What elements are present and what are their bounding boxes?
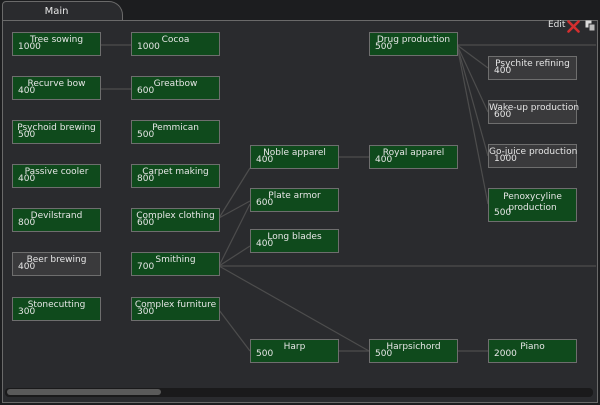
- node-title: Passive cooler: [24, 167, 89, 177]
- node-title: Carpet making: [142, 167, 209, 177]
- node-title: Pemmican: [152, 123, 199, 133]
- node-title: Recurve bow: [27, 79, 86, 89]
- node-title: Greatbow: [153, 79, 198, 89]
- node-cost: 400: [18, 86, 36, 96]
- node-cost: 400: [494, 66, 512, 76]
- node-title: Harpsichord: [386, 342, 441, 352]
- node-title: Long blades: [267, 232, 322, 242]
- research-node-complex-clothing[interactable]: Complex clothing 600: [131, 208, 220, 232]
- node-cost: 500: [375, 349, 393, 359]
- research-node-beer-brewing[interactable]: Beer brewing 400: [12, 252, 101, 276]
- node-title: Beer brewing: [26, 255, 87, 265]
- node-cost: 500: [256, 349, 274, 359]
- research-node-cocoa[interactable]: Cocoa 1000: [131, 32, 220, 56]
- copy-icon[interactable]: [585, 20, 596, 32]
- node-title: Complex furniture: [134, 300, 217, 310]
- node-title: Smithing: [155, 255, 196, 265]
- node-title: Devilstrand: [30, 211, 83, 221]
- research-node-stonecutting[interactable]: Stonecutting 300: [12, 297, 101, 321]
- edit-label[interactable]: Edit: [548, 20, 566, 30]
- node-cost: 2000: [494, 349, 517, 359]
- node-cost: 1000: [137, 42, 160, 52]
- node-cost: 1000: [494, 154, 517, 164]
- research-node-psychite-refining[interactable]: Psychite refining 400: [488, 56, 577, 80]
- tab-main-label: Main: [44, 6, 69, 17]
- node-title: Go-juice production: [489, 147, 578, 157]
- node-cost: 600: [256, 198, 274, 208]
- research-node-drug-production[interactable]: Drug production 500: [369, 32, 458, 56]
- research-node-long-blades[interactable]: Long blades 400: [250, 229, 339, 253]
- research-node-recurve-bow[interactable]: Recurve bow 400: [12, 76, 101, 100]
- research-node-go-juice-production[interactable]: Go-juice production 1000: [488, 144, 577, 168]
- node-title: Plate armor: [268, 191, 321, 201]
- node-title: Piano: [520, 342, 545, 352]
- research-node-harp[interactable]: Harp 500: [250, 339, 339, 363]
- research-node-devilstrand[interactable]: Devilstrand 800: [12, 208, 101, 232]
- node-title: Psychoid brewing: [17, 123, 96, 133]
- research-node-passive-cooler[interactable]: Passive cooler 400: [12, 164, 101, 188]
- research-node-harpsichord[interactable]: Harpsichord 500: [369, 339, 458, 363]
- node-cost: 1000: [18, 42, 41, 52]
- research-node-royal-apparel[interactable]: Royal apparel 400: [369, 145, 458, 169]
- node-title: Noble apparel: [263, 148, 326, 158]
- research-node-wake-up-production[interactable]: Wake-up production 600: [488, 100, 580, 124]
- research-node-complex-furniture[interactable]: Complex furniture 300: [131, 297, 220, 321]
- node-title: Penoxycyline production: [503, 192, 562, 213]
- scrollbar-thumb[interactable]: [7, 389, 161, 395]
- research-node-piano[interactable]: Piano 2000: [488, 339, 577, 363]
- node-cost: 300: [137, 307, 155, 317]
- node-title: Wake-up production: [489, 103, 580, 113]
- node-cost: 800: [18, 218, 36, 228]
- research-node-greatbow[interactable]: Greatbow 600: [131, 76, 220, 100]
- node-cost: 600: [137, 86, 155, 96]
- node-title: Stonecutting: [27, 300, 86, 310]
- research-node-plate-armor[interactable]: Plate armor 600: [250, 188, 339, 212]
- research-node-smithing[interactable]: Smithing 700: [131, 252, 220, 276]
- node-cost: 500: [375, 42, 393, 52]
- tab-main[interactable]: Main: [2, 1, 123, 22]
- node-cost: 400: [18, 174, 36, 184]
- horizontal-scrollbar[interactable]: [5, 388, 593, 397]
- research-node-noble-apparel[interactable]: Noble apparel 400: [250, 145, 339, 169]
- node-title: Harp: [283, 342, 306, 352]
- node-cost: 400: [375, 155, 393, 165]
- close-icon[interactable]: [567, 20, 580, 33]
- node-cost: 600: [494, 110, 512, 120]
- node-cost: 300: [18, 307, 36, 317]
- node-title: Psychite refining: [495, 59, 570, 69]
- node-cost: 500: [494, 208, 512, 218]
- research-node-tree-sowing[interactable]: Tree sowing 1000: [12, 32, 101, 56]
- node-cost: 500: [18, 130, 36, 140]
- research-node-carpet-making[interactable]: Carpet making 800: [131, 164, 220, 188]
- research-node-penoxycyline-production[interactable]: Penoxycyline production 500: [488, 188, 577, 222]
- node-cost: 600: [137, 218, 155, 228]
- node-title: Royal apparel: [382, 148, 445, 158]
- research-node-pemmican[interactable]: Pemmican 500: [131, 120, 220, 144]
- node-cost: 400: [256, 155, 274, 165]
- node-title: Tree sowing: [29, 35, 84, 45]
- node-cost: 400: [18, 262, 36, 272]
- research-node-psychoid-brewing[interactable]: Psychoid brewing 500: [12, 120, 101, 144]
- node-cost: 700: [137, 262, 155, 272]
- node-title: Drug production: [376, 35, 451, 45]
- node-cost: 500: [137, 130, 155, 140]
- node-title: Complex clothing: [136, 211, 215, 221]
- node-cost: 400: [256, 239, 274, 249]
- node-cost: 800: [137, 174, 155, 184]
- node-title: Cocoa: [161, 35, 190, 45]
